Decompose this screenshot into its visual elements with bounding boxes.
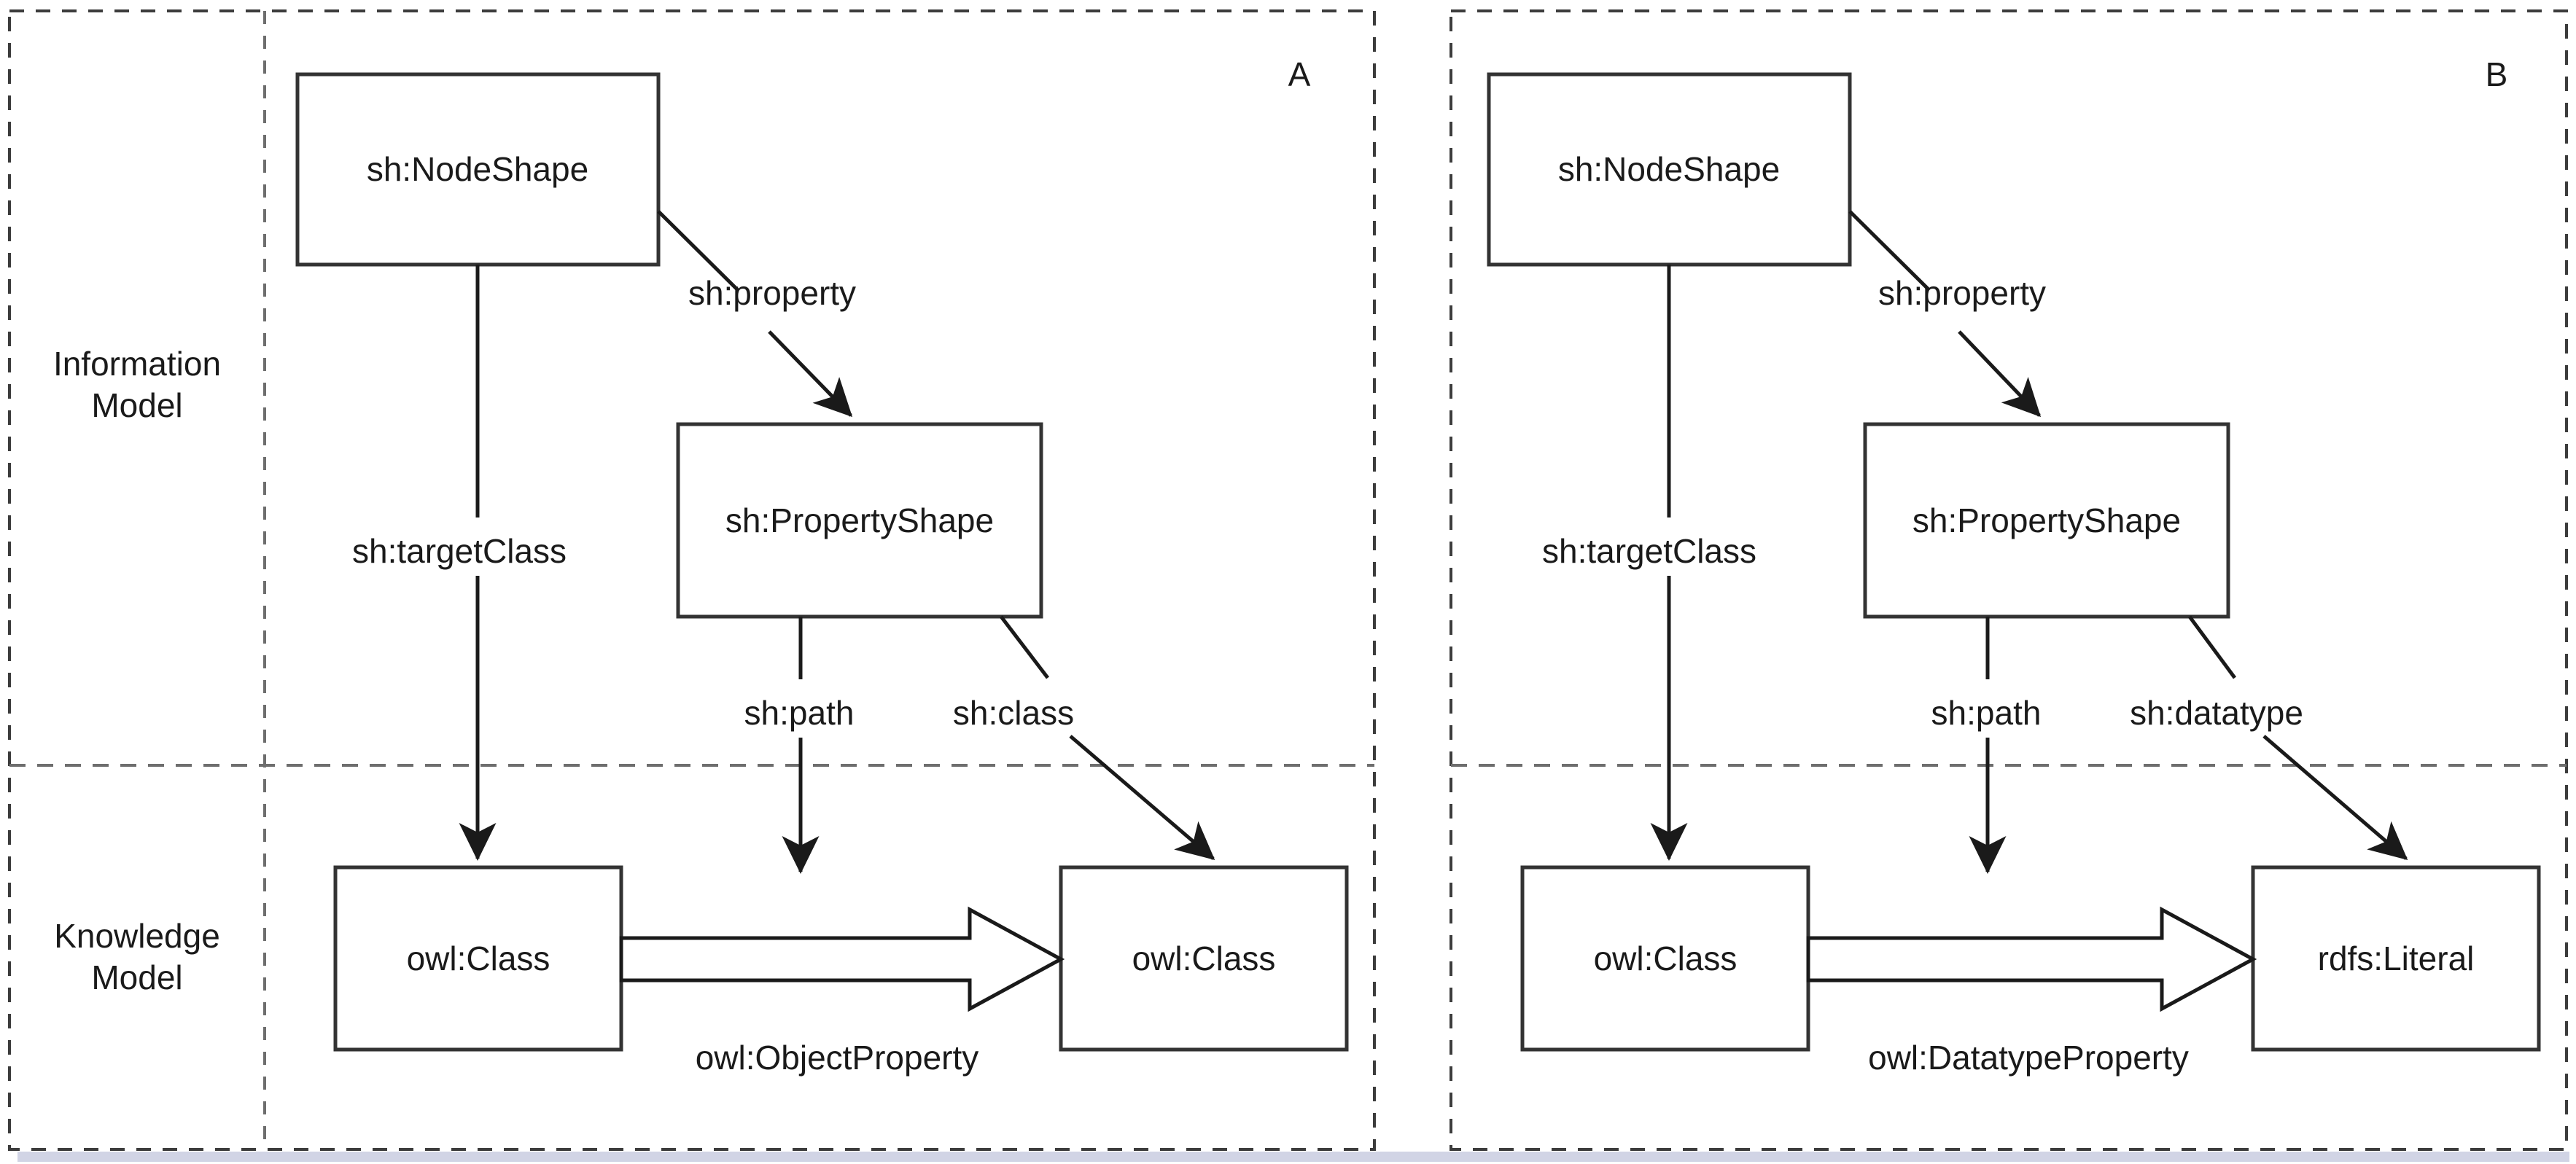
node-b-owlclass[interactable]: [1520, 865, 1810, 1052]
edge-b-datatypeproperty-arrow: [1806, 906, 2257, 1012]
panel-a-frame: [8, 9, 1376, 1151]
node-a-owlclass-left-label: owl:Class: [407, 940, 550, 977]
edge-a-objectproperty-arrow: [619, 906, 1065, 1012]
edge-a-property-seg2: [768, 330, 853, 418]
node-b-owlclass-label: owl:Class: [1594, 940, 1738, 977]
node-a-propertyshape[interactable]: [676, 422, 1043, 619]
edge-b-datatypeproperty-label: owl:DatatypeProperty: [1868, 1039, 2189, 1077]
band-label-information-model-line2: Model: [91, 386, 182, 424]
edge-b-datatype-seg1: [2187, 615, 2237, 679]
edge-b-datatype-seg2: [2262, 735, 2408, 860]
node-a-owlclass-left[interactable]: [333, 865, 623, 1052]
node-a-owlclass-right-label: owl:Class: [1132, 940, 1276, 977]
edge-a-class-label: sh:class: [953, 694, 1074, 732]
node-b-rdfsliteral[interactable]: [2251, 865, 2541, 1052]
edge-b-property-seg1: [1848, 210, 1931, 292]
node-b-propertyshape[interactable]: [1863, 422, 2230, 619]
figure-shadow: [17, 1152, 2569, 1162]
edge-a-property-label: sh:property: [688, 274, 856, 312]
edge-a-property-seg1: [657, 210, 739, 292]
node-a-nodeshape-label: sh:NodeShape: [367, 150, 588, 188]
edge-b-property-seg2: [1958, 330, 2042, 418]
node-a-nodeshape[interactable]: [295, 72, 661, 267]
panel-b-frame: [1450, 9, 2568, 1151]
edge-a-class-seg1: [1000, 615, 1049, 679]
band-label-information-model-line1: Information: [53, 345, 221, 383]
edge-b-property-label: sh:property: [1878, 274, 2046, 312]
panel-a-letter: A: [1288, 55, 1311, 93]
panel-b-letter: B: [2486, 55, 2508, 93]
band-label-knowledge-model-line2: Model: [91, 958, 182, 996]
edge-b-datatype-label: sh:datatype: [2130, 694, 2303, 732]
band-label-knowledge-model-line1: Knowledge: [54, 917, 220, 955]
node-b-rdfsliteral-label: rdfs:Literal: [2318, 940, 2475, 977]
edge-a-class-seg2: [1069, 735, 1215, 860]
node-a-propertyshape-label: sh:PropertyShape: [725, 501, 994, 539]
node-b-propertyshape-label: sh:PropertyShape: [1912, 501, 2181, 539]
node-b-nodeshape-label: sh:NodeShape: [1558, 150, 1780, 188]
edge-a-path-label: sh:path: [744, 694, 855, 732]
edge-b-targetclass-label: sh:targetClass: [1542, 532, 1756, 570]
edge-b-path-label: sh:path: [1931, 694, 2042, 732]
edge-a-objectproperty-label: owl:ObjectProperty: [696, 1039, 979, 1077]
edge-a-targetclass-label: sh:targetClass: [352, 532, 567, 570]
